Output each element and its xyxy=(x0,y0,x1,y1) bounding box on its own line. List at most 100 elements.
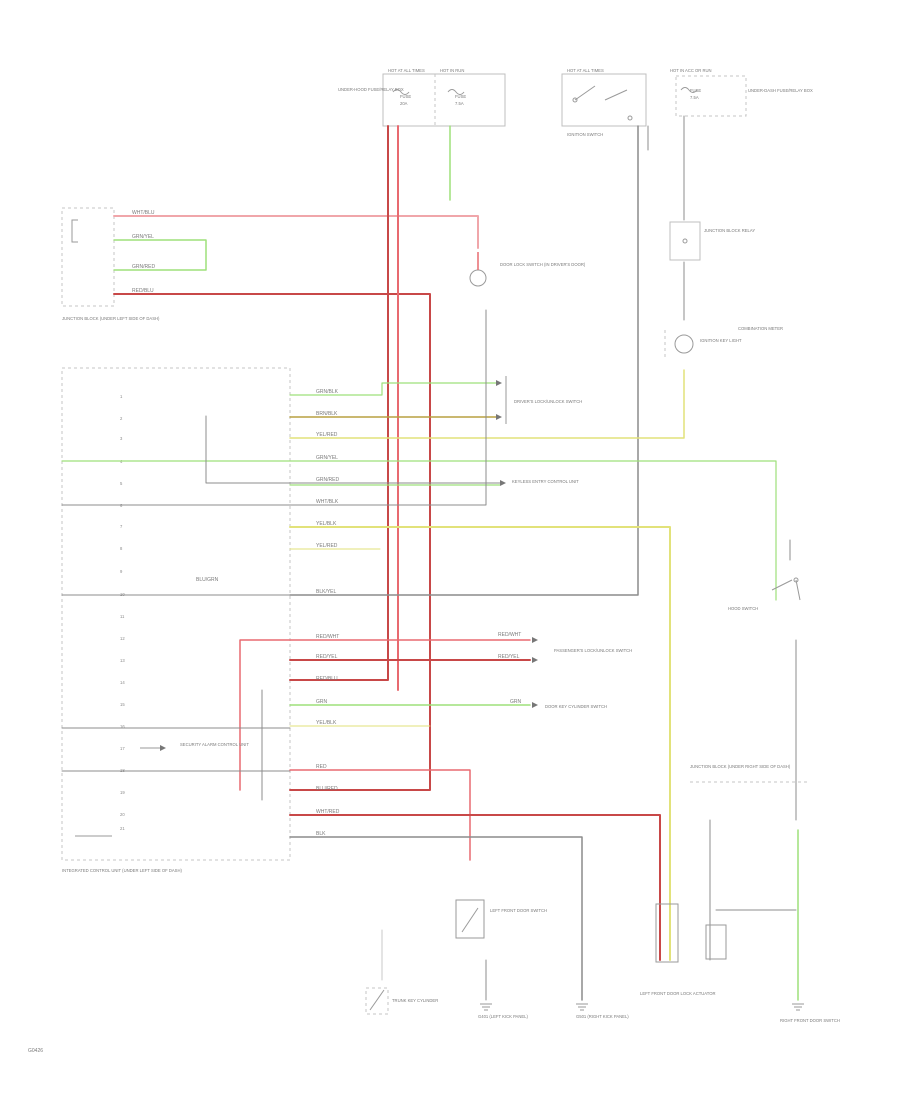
hot-batt-label: HOT AT ALL TIMES xyxy=(388,68,425,73)
pin-21: 21 xyxy=(120,826,125,831)
code-w3: GRN/RED xyxy=(132,264,155,270)
code-w11: WHT/RED xyxy=(316,809,340,815)
code-w14b: RED/WHT xyxy=(498,632,521,638)
control-unit: INTEGRATED CONTROL UNIT (UNDER LEFT SIDE… xyxy=(61,367,291,873)
code-w5: BLK/YEL xyxy=(316,589,337,595)
ignition-node-b xyxy=(627,115,633,121)
code-w1: WHT/BLU xyxy=(132,210,155,216)
pin-3: 3 xyxy=(120,436,123,441)
ground-rf-label: G501 (RIGHT KICK PANEL) xyxy=(576,1014,629,1019)
pin-20: 20 xyxy=(120,812,125,817)
wire-yellow-key-light xyxy=(289,369,685,439)
control-unit-label: INTEGRATED CONTROL UNIT (UNDER LEFT SIDE… xyxy=(62,868,183,873)
trunk-key-contact xyxy=(369,989,385,1011)
pin-19: 19 xyxy=(120,790,125,795)
code-w3b: GRN/RED xyxy=(316,477,339,483)
code-w16: GRN xyxy=(316,699,328,705)
wire-darkred-long xyxy=(113,293,431,791)
security-unit-label: SECURITY ALARM CONTROL UNIT xyxy=(180,742,249,747)
under-hood-fuse-box: HOT AT ALL TIMES HOT IN RUN UNDER-HOOD F… xyxy=(338,68,506,127)
fuse-b-label: FUSE xyxy=(455,94,466,99)
wire-red-to-lf-door xyxy=(289,769,471,861)
code-w10: BRN/BLK xyxy=(316,411,338,417)
ignition-switch-box: HOT AT ALL TIMES IGNITION SWITCH xyxy=(561,68,647,137)
actuator-label: LEFT FRONT DOOR LOCK ACTUATOR xyxy=(640,991,716,996)
lf-door-box xyxy=(455,899,485,939)
keyless-receiver: KEYLESS ENTRY CONTROL UNIT xyxy=(500,479,579,486)
wire-codes: WHT/BLU GRN/YEL GRN/RED RED/BLU GRN/BLK … xyxy=(132,210,522,837)
pin-2: 2 xyxy=(120,416,123,421)
fuse-c-label: FUSE xyxy=(690,88,701,93)
code-w13: BLK xyxy=(316,831,326,837)
fuse-c-symbol xyxy=(680,87,698,93)
wire-gray-row-5 xyxy=(205,415,501,484)
lf-door-contact xyxy=(461,907,479,933)
code-w9: GRN/BLK xyxy=(316,389,339,395)
driver-unlock-label: DRIVER'S LOCK/UNLOCK SWITCH xyxy=(514,399,582,404)
fuse-a-symbol xyxy=(392,89,410,95)
fuse-box-outline xyxy=(382,73,506,127)
left-front-door-switch: LEFT FRONT DOOR SWITCH xyxy=(455,899,547,939)
pin-15: 15 xyxy=(120,702,125,707)
right-door-box xyxy=(705,924,727,960)
code-w4: WHT/BLK xyxy=(316,499,339,505)
wire-gray-row-6 xyxy=(61,309,487,506)
code-w6b: RED/BLU xyxy=(316,676,338,682)
hood-switch-contacts xyxy=(771,579,801,601)
left-junction-bracket xyxy=(71,219,78,243)
fuse-b-symbol xyxy=(447,89,465,95)
pin-11: 11 xyxy=(120,614,125,619)
door-lock-switch-symbol xyxy=(469,269,487,287)
ignition-key-light: IGNITION KEY LIGHT COMBINATION METER xyxy=(664,326,783,358)
ground-symbol-3 xyxy=(792,1003,804,1011)
pin-7: 7 xyxy=(120,524,123,529)
security-unit: SECURITY ALARM CONTROL UNIT xyxy=(140,742,249,751)
right-door-label: RIGHT FRONT DOOR SWITCH xyxy=(780,1018,840,1023)
key-light-bulb xyxy=(674,334,694,354)
door-key-cyl-label: DOOR KEY CYLINDER SWITCH xyxy=(545,704,607,709)
fuse-amp-c: 7.5A xyxy=(690,95,699,100)
pin-5: 5 xyxy=(120,481,123,486)
footer-code: G0426 xyxy=(28,1048,43,1054)
ground-symbol-1 xyxy=(480,1003,492,1011)
door-lock-switch: DOOR LOCK SWITCH (IN DRIVER'S DOOR) xyxy=(469,252,586,287)
keyless-receiver-label: KEYLESS ENTRY CONTROL UNIT xyxy=(512,479,579,484)
fuse-amp-b: 7.5A xyxy=(455,101,464,106)
code-w17: RED xyxy=(316,764,327,770)
hot-ign-label: HOT IN RUN xyxy=(440,68,464,73)
code-w18: BLU/RED xyxy=(316,786,338,792)
hood-switch-node xyxy=(793,577,799,583)
wire-gray-ign xyxy=(289,125,639,596)
trunk-key-box xyxy=(365,987,389,1015)
control-unit-outline xyxy=(61,367,291,861)
passenger-unlock-switch: PASSENGER'S LOCK/UNLOCK SWITCH xyxy=(532,637,632,663)
wire-red-row-12 xyxy=(239,639,531,791)
pin-8: 8 xyxy=(120,546,123,551)
wire-darkred-to-actuator xyxy=(289,814,661,961)
passenger-unlock-arrows xyxy=(532,637,538,663)
dash-fuse-label: UNDER-DASH FUSE/RELAY BOX xyxy=(748,88,813,93)
ignition-switch-label: IGNITION SWITCH xyxy=(567,132,603,137)
left-front-door-label: LEFT FRONT DOOR SWITCH xyxy=(490,908,547,913)
left-junction: JUNCTION BLOCK (UNDER LEFT SIDE OF DASH) xyxy=(61,207,160,321)
trunk-key-cylinder: TRUNK KEY CYLINDER xyxy=(365,987,438,1015)
ground-symbol-2 xyxy=(576,1003,588,1011)
code-w8: BLU/GRN xyxy=(196,577,219,583)
door-key-arrow xyxy=(532,702,538,708)
code-w7b: YEL/RED xyxy=(316,543,338,549)
ignition-switch-outline xyxy=(561,73,647,127)
wire-green-long xyxy=(61,460,777,601)
pin-9: 9 xyxy=(120,569,123,574)
fuse-amp-a: 20A xyxy=(400,101,408,106)
wire-pink-top xyxy=(113,215,479,249)
code-w15: RED/YEL xyxy=(316,654,338,660)
driver-unlock-switch: DRIVER'S LOCK/UNLOCK SWITCH xyxy=(496,376,582,424)
hood-switch-label: HOOD SWITCH xyxy=(728,606,758,611)
combination-meter-label: COMBINATION METER xyxy=(738,326,783,331)
security-arrow xyxy=(160,745,166,751)
wire-green-row-1 xyxy=(289,382,501,396)
wire-red-fuse-a xyxy=(289,125,389,681)
junction-relay: JUNCTION BLOCK RELAY xyxy=(669,221,755,261)
door-lock-switch-label: DOOR LOCK SWITCH (IN DRIVER'S DOOR) xyxy=(500,262,586,267)
